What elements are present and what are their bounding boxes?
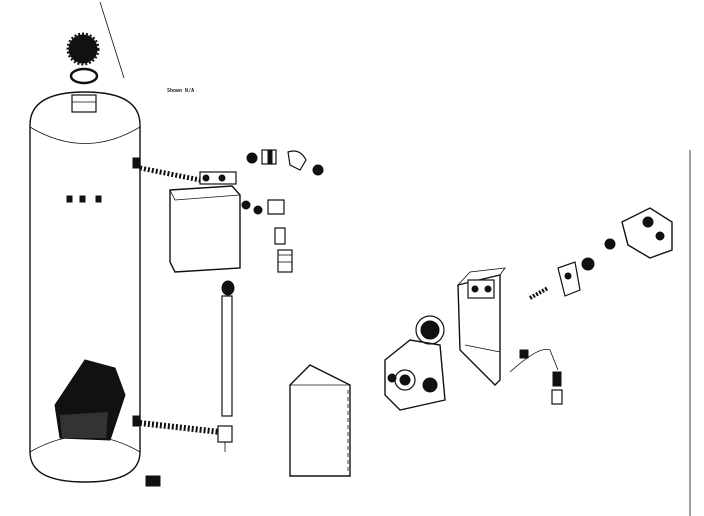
pipe-fittings: [241, 149, 324, 273]
thermostat-control: [621, 207, 673, 259]
heat-trap-cap: [66, 32, 100, 66]
inner-door-bracket: [457, 267, 529, 386]
water-heater-tank: [29, 91, 141, 483]
burner-assembly: [384, 315, 446, 411]
igniter-parts: [529, 238, 616, 300]
pilot-tube: [221, 280, 235, 417]
drain-valve: [145, 475, 161, 487]
part-label-text: Shown N/A: [167, 88, 194, 94]
outer-door-panel: [289, 364, 351, 477]
burner-manifold-tube: [139, 420, 233, 452]
access-door-opening: [54, 359, 126, 441]
o-ring: [69, 67, 99, 85]
gas-control-valve: [169, 171, 241, 273]
leader-line-top: [99, 1, 125, 79]
thermocouple: [509, 348, 563, 405]
